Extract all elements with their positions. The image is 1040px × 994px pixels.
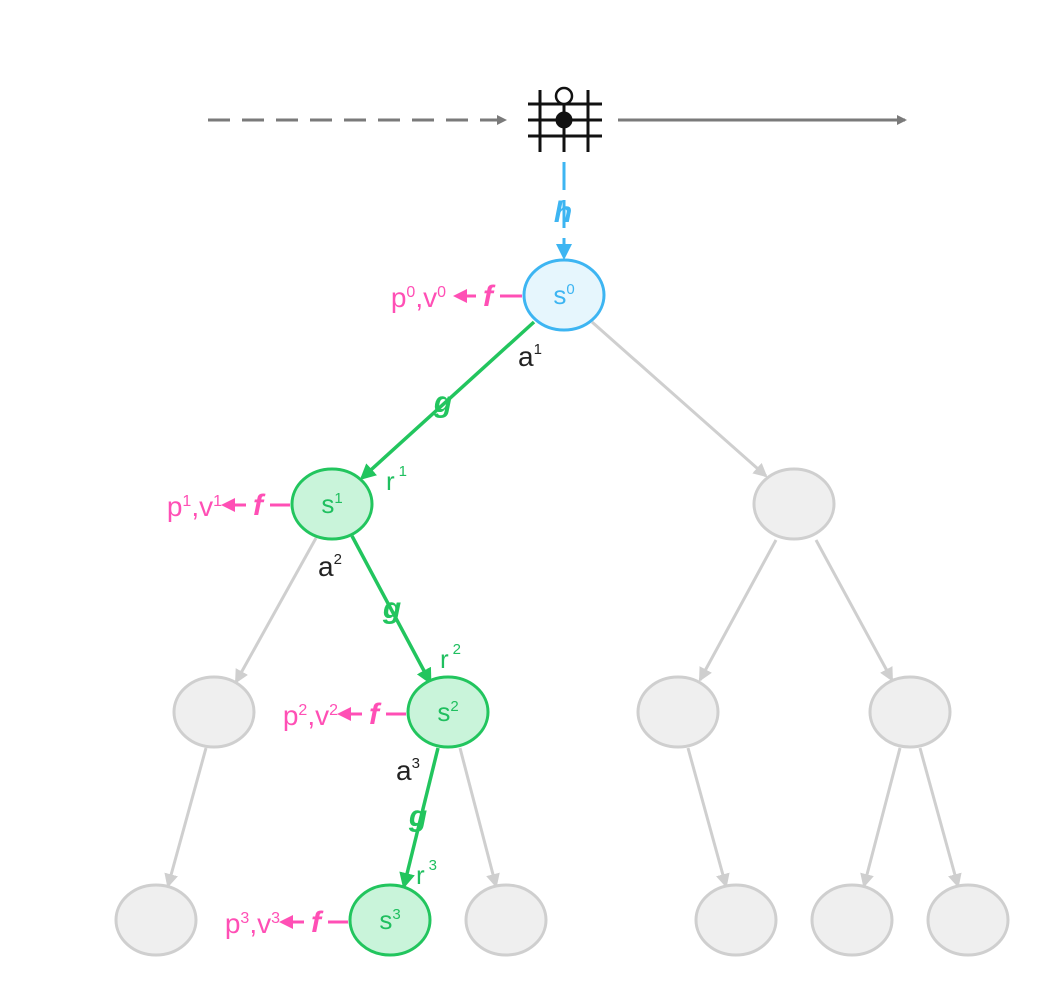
state-label-s0: s0	[553, 280, 574, 310]
tree-node	[926, 883, 1010, 957]
f-label-2: f	[369, 698, 382, 731]
state-label-s2: s2	[437, 697, 458, 727]
gray-tree-edges	[164, 320, 962, 888]
green-edges	[350, 320, 536, 889]
state-label-s3: s3	[379, 905, 400, 935]
tree-node	[810, 883, 894, 957]
state-label-s1: s1	[321, 489, 342, 519]
state-node-s1	[290, 467, 374, 541]
tree-node	[114, 883, 198, 957]
f-arrows	[221, 289, 522, 929]
action-label-a2: a2	[318, 551, 342, 582]
tree-node	[172, 675, 256, 749]
output-label-2: p2,v2	[283, 700, 338, 731]
action-label-a1: a1	[518, 341, 542, 372]
g-label-1: g	[433, 386, 452, 419]
state-node-s3	[348, 883, 432, 957]
g-label-3: g	[408, 800, 427, 833]
tree-node	[694, 883, 778, 957]
g-label-2: g	[382, 592, 401, 625]
f-label-0: f	[483, 280, 496, 313]
go-board-icon	[528, 86, 602, 152]
gray-tree-nodes	[114, 467, 1010, 957]
tree-node	[752, 467, 836, 541]
tree-node	[868, 675, 952, 749]
f-label-1: f	[253, 489, 266, 522]
action-label-a3: a3	[396, 755, 420, 786]
state-node-s0	[522, 258, 606, 332]
tree-node	[464, 883, 548, 957]
h-label: h	[554, 196, 572, 229]
f-label-3: f	[311, 906, 324, 939]
tree-node	[636, 675, 720, 749]
output-label-3: p3,v3	[225, 908, 280, 939]
output-label-1: p1,v1	[167, 491, 222, 522]
state-node-s2	[406, 675, 490, 749]
output-label-0: p0,v0	[391, 282, 446, 313]
